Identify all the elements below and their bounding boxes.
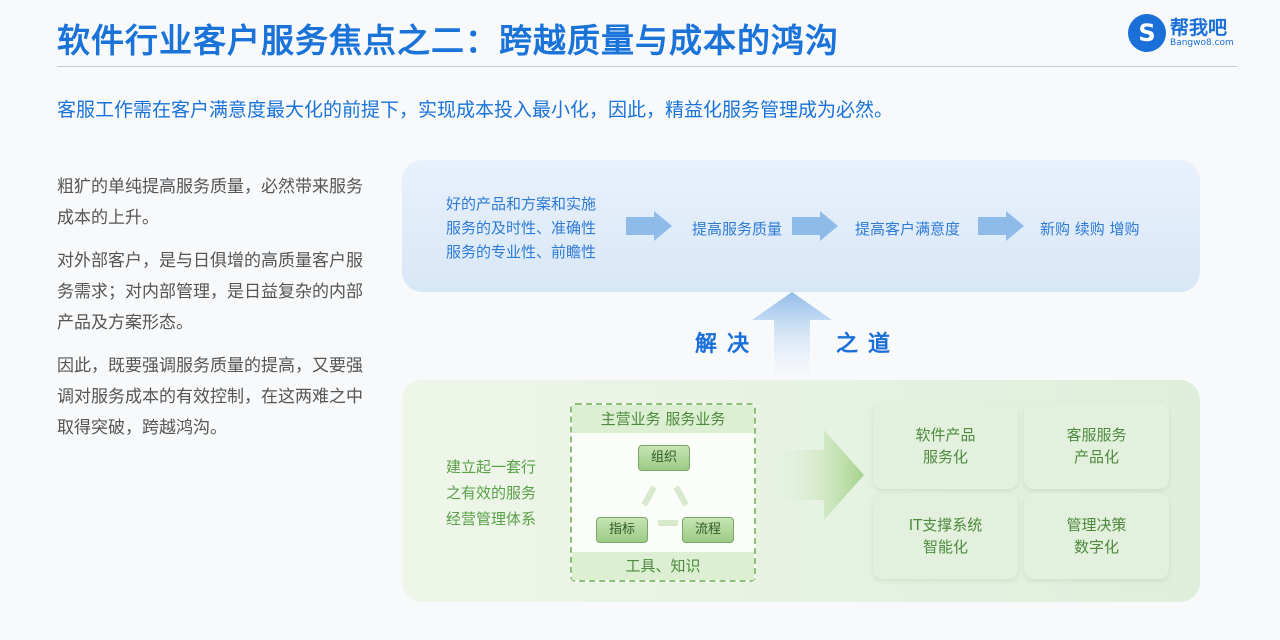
- solution-label-left: 解决: [695, 332, 760, 357]
- arrow-right-big-icon: [764, 430, 864, 520]
- paragraph: 对外部客户，是与日俱增的高质量客户服务需求；对内部管理，是日益复杂的内部产品及方…: [57, 251, 363, 333]
- card: 客服服务 产品化: [1024, 403, 1169, 489]
- subtitle: 客服工作需在客户满意度最大化的前提下，实现成本投入最小化，因此，精益化服务管理成…: [57, 99, 894, 121]
- triangle-links: [641, 485, 689, 526]
- left-text: 粗犷的单纯提高服务质量，必然带来服务成本的上升。 对外部客户，是与日俱增的高质量…: [57, 172, 377, 456]
- card: 管理决策 数字化: [1024, 493, 1169, 579]
- desc-line: 建立起一套行: [446, 458, 537, 476]
- divider: [57, 66, 1237, 67]
- top-band: 主营业务 服务业务: [572, 405, 754, 433]
- desc-line: 之有效的服务: [446, 484, 537, 502]
- input-item: 服务的及时性、准确性: [446, 219, 597, 237]
- page-title: 软件行业客户服务焦点之二：跨越质量与成本的鸿沟: [57, 21, 839, 60]
- node-org: 组织: [638, 445, 690, 471]
- input-item: 服务的专业性、前瞻性: [446, 243, 597, 261]
- arrow-right-icon: [978, 211, 1024, 241]
- flow-step-1: 提高服务质量: [692, 220, 783, 238]
- flow-step-3: 新购 续购 增购: [1040, 220, 1140, 238]
- node-process: 流程: [682, 517, 734, 543]
- solution-label-right: 之道: [836, 332, 901, 357]
- flow-inputs: 好的产品和方案和实施 服务的及时性、准确性 服务的专业性、前瞻性: [446, 192, 596, 264]
- arrow-right-icon: [626, 211, 672, 241]
- paragraph: 粗犷的单纯提高服务质量，必然带来服务成本的上升。: [57, 177, 363, 228]
- logo-icon: S: [1128, 14, 1166, 52]
- system-desc: 建立起一套行 之有效的服务 经营管理体系: [446, 454, 536, 532]
- paragraph: 因此，既要强调服务质量的提高，又要强调对服务成本的有效控制，在这两难之中取得突破…: [57, 356, 363, 438]
- flow-step-2: 提高客户满意度: [855, 220, 961, 238]
- node-metric: 指标: [596, 517, 648, 543]
- desc-line: 经营管理体系: [446, 510, 537, 528]
- arrow-up-icon: [752, 292, 832, 382]
- card: 软件产品 服务化: [873, 403, 1018, 489]
- logo-en: Bangwo8.com: [1170, 38, 1234, 48]
- arrow-right-icon: [792, 211, 838, 241]
- logo-cn: 帮我吧: [1170, 17, 1228, 39]
- system-box: 主营业务 服务业务 工具、知识 组织 指标 流程: [570, 403, 756, 582]
- input-item: 好的产品和方案和实施: [446, 195, 597, 213]
- card: IT支撑系统 智能化: [873, 493, 1018, 579]
- bottom-band: 工具、知识: [572, 552, 754, 580]
